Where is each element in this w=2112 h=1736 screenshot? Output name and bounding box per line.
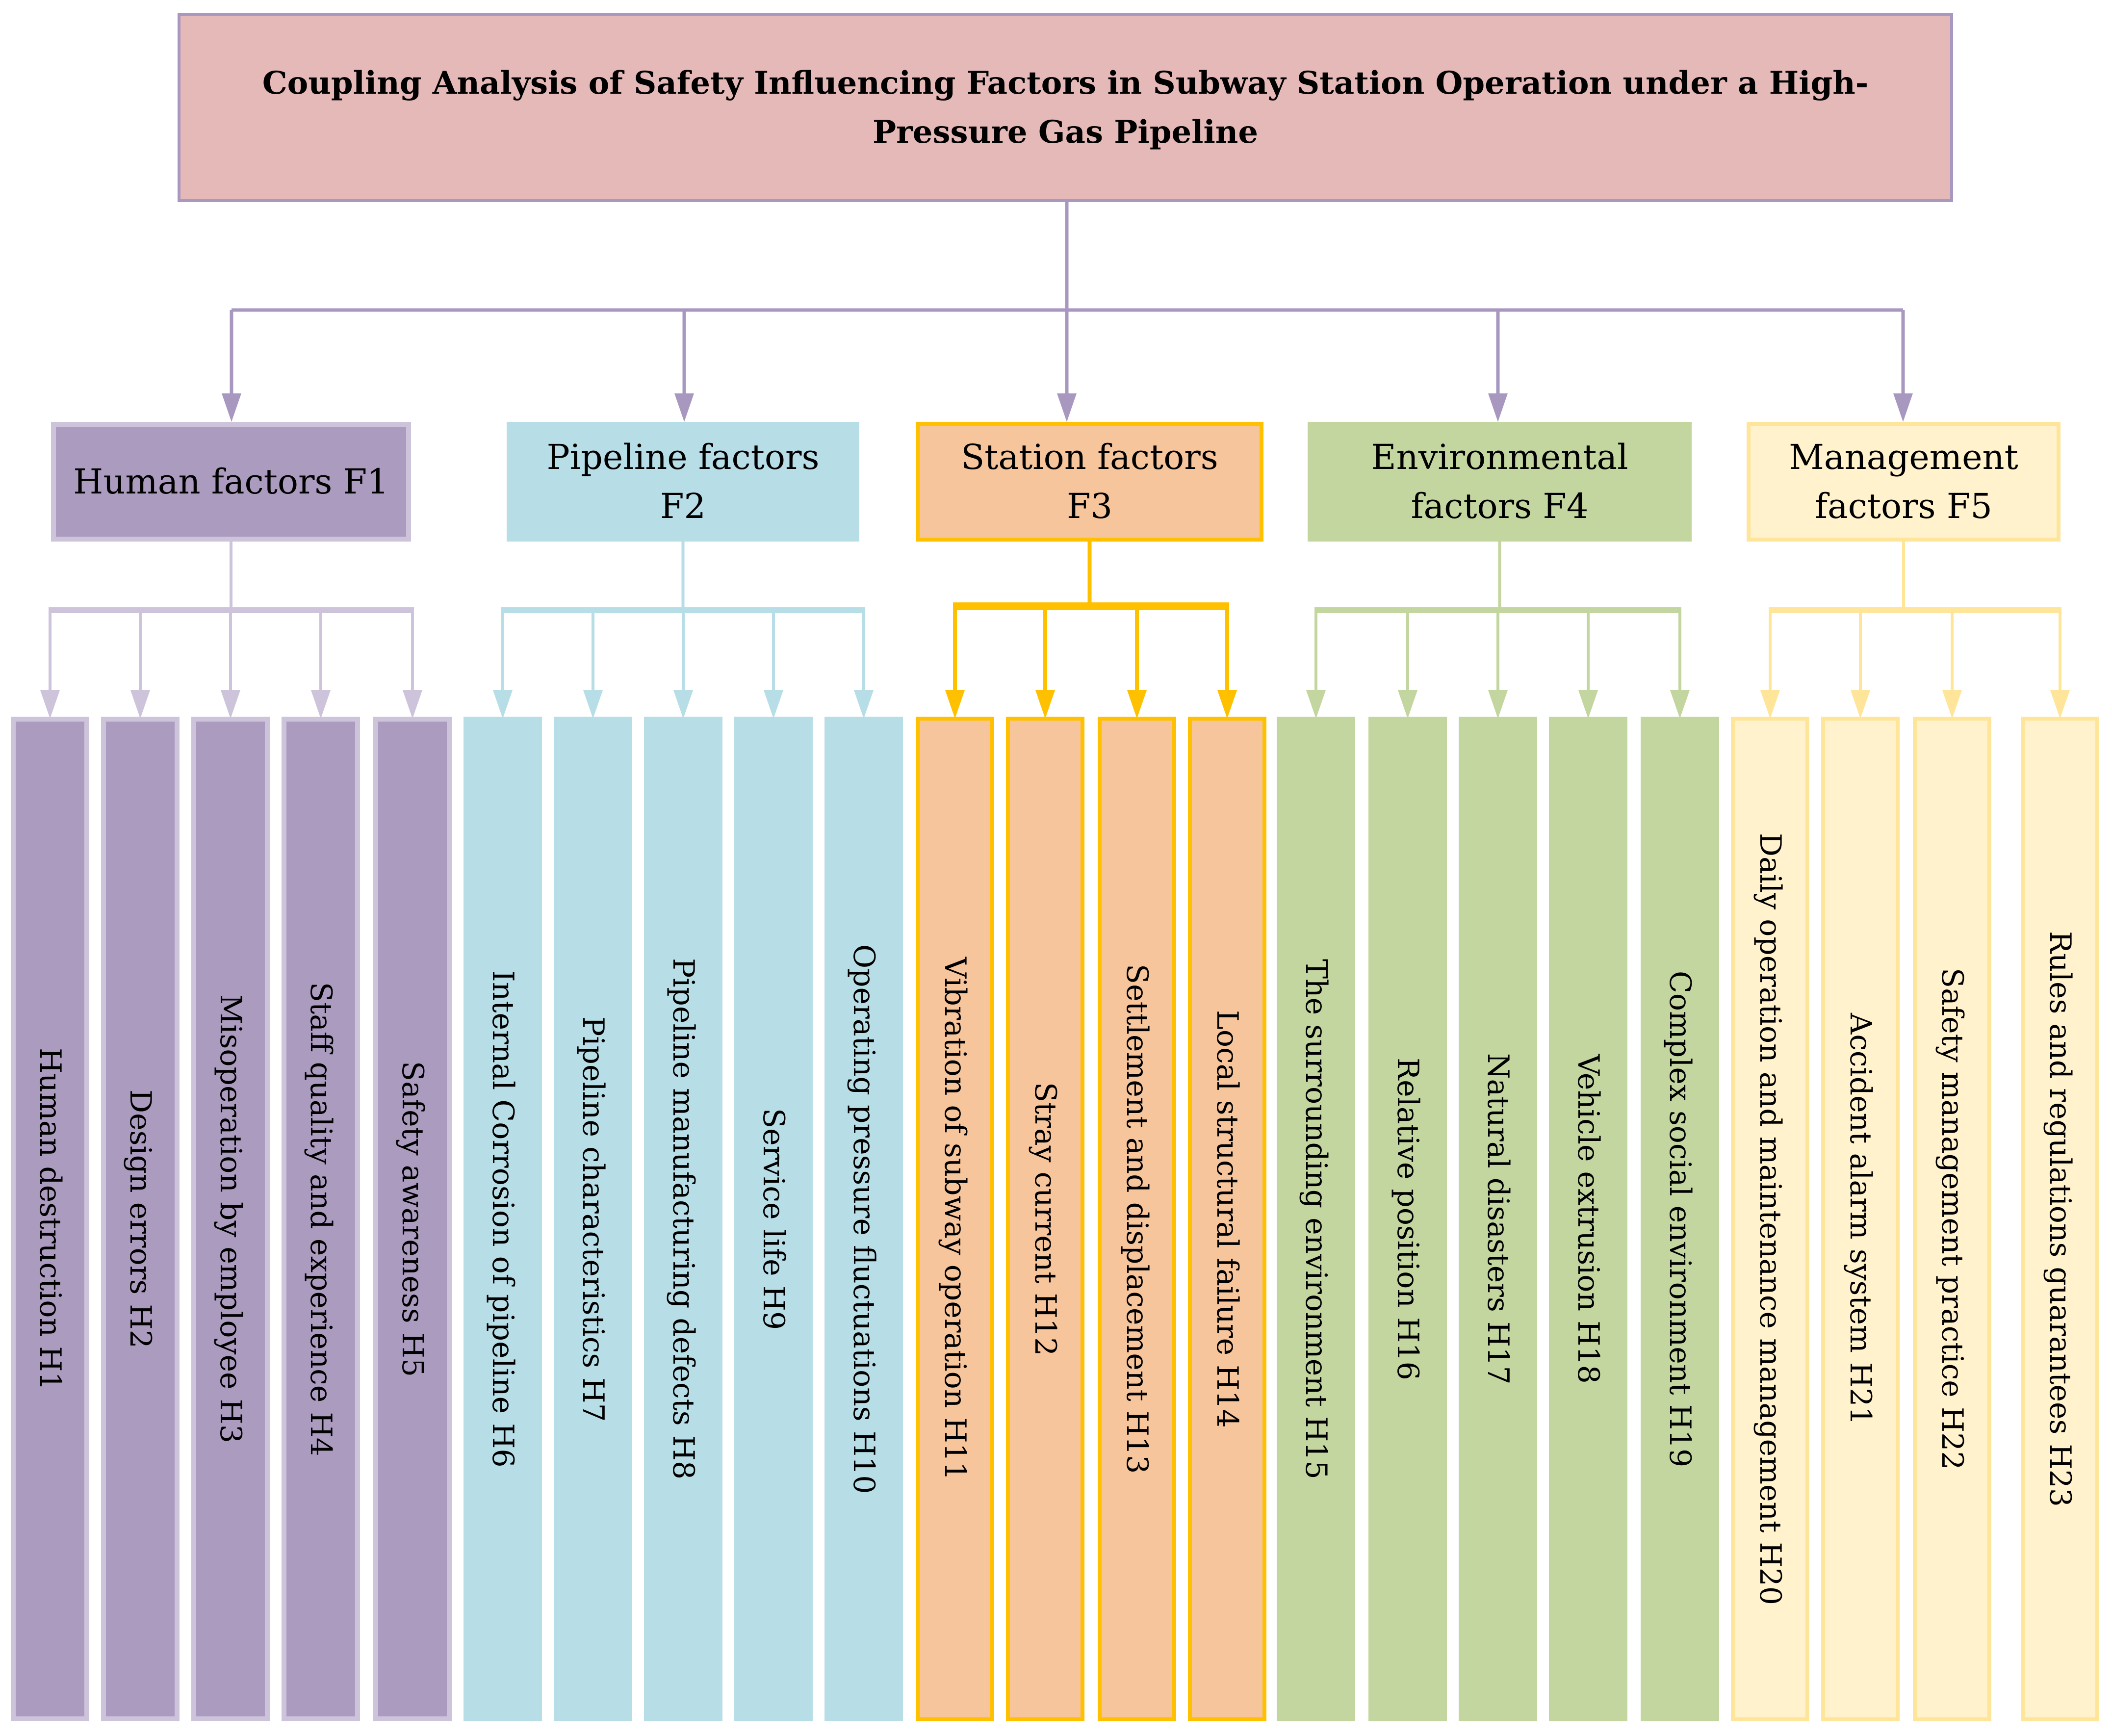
factor-label: Accident alarm system H21	[1843, 1012, 1878, 1425]
arrow-down-icon	[583, 690, 603, 719]
arrow-down-icon	[1578, 690, 1598, 719]
arrow-down-icon	[40, 690, 60, 719]
factor-box: Natural disasters H17	[1459, 717, 1537, 1721]
arrow-down-icon	[2050, 690, 2070, 719]
arrow-down-icon	[1057, 393, 1077, 422]
root-title-box: Coupling Analysis of Safety Influencing …	[178, 13, 1953, 202]
factor-label: Rules and regulations guarantees H23	[2043, 931, 2077, 1507]
category-box-f1: Human factors F1	[51, 422, 411, 542]
factor-box: Pipeline manufacturing defects H8	[644, 717, 722, 1721]
factor-box: Safety awareness H5	[373, 717, 452, 1721]
factor-box: Settlement and displacement H13	[1098, 717, 1176, 1721]
arrow-down-icon	[945, 690, 965, 719]
factor-box: The surrounding environment H15	[1277, 717, 1355, 1721]
arrow-down-icon	[854, 690, 874, 719]
category-box-f4: Environmental factors F4	[1308, 422, 1692, 542]
category-box-f3: Station factors F3	[916, 422, 1263, 542]
factor-box: Misoperation by employee H3	[191, 717, 270, 1721]
arrow-down-icon	[1851, 690, 1870, 719]
factor-box: Service life H9	[734, 717, 813, 1721]
arrow-down-icon	[1127, 690, 1147, 719]
factor-label: Operating pressure fluctuations H10	[847, 944, 881, 1494]
factor-label: Vibration of subway operation H11	[938, 957, 972, 1481]
arrow-down-icon	[1398, 690, 1417, 719]
arrow-down-icon	[1670, 690, 1690, 719]
factor-box: Safety management practice H22	[1913, 717, 1991, 1721]
arrow-down-icon	[1760, 690, 1780, 719]
factor-box: Staff quality and experience H4	[282, 717, 360, 1721]
factor-box: Complex social environment H19	[1641, 717, 1719, 1721]
factor-label: The surrounding environment H15	[1299, 959, 1333, 1479]
factor-label: Internal Corrosion of pipeline H6	[486, 970, 520, 1468]
factor-box: Pipeline characteristics H7	[554, 717, 632, 1721]
factor-box: Vehicle extrusion H18	[1549, 717, 1627, 1721]
factor-box: Rules and regulations guarantees H23	[2021, 717, 2099, 1721]
factor-label: Safety management practice H22	[1935, 968, 1969, 1470]
arrow-down-icon	[221, 690, 240, 719]
arrow-down-icon	[222, 393, 241, 422]
factor-label: Daily operation and maintenance manageme…	[1753, 832, 1787, 1605]
factor-label: Human destruction H1	[33, 1047, 67, 1391]
factor-box: Human destruction H1	[11, 717, 89, 1721]
arrow-down-icon	[673, 690, 693, 719]
arrow-down-icon	[1893, 393, 1913, 422]
factor-box: Internal Corrosion of pipeline H6	[464, 717, 542, 1721]
factor-label: Stray current H12	[1028, 1082, 1062, 1356]
factor-label: Relative position H16	[1391, 1058, 1425, 1380]
arrow-down-icon	[403, 690, 422, 719]
factor-label: Pipeline manufacturing defects H8	[666, 958, 700, 1480]
factor-label: Local structural failure H14	[1210, 1010, 1244, 1428]
factor-label: Design errors H2	[123, 1089, 157, 1348]
factor-label: Vehicle extrusion H18	[1571, 1054, 1605, 1384]
arrow-down-icon	[493, 690, 513, 719]
category-box-f5: Management factors F5	[1747, 422, 2060, 542]
factor-label: Service life H9	[756, 1108, 791, 1330]
arrow-down-icon	[1306, 690, 1326, 719]
factor-box: Daily operation and maintenance manageme…	[1731, 717, 1809, 1721]
factor-box: Relative position H16	[1368, 717, 1447, 1721]
arrow-down-icon	[1942, 690, 1962, 719]
arrow-down-icon	[674, 393, 694, 422]
arrow-down-icon	[311, 690, 331, 719]
arrow-down-icon	[1488, 393, 1508, 422]
factor-box: Vibration of subway operation H11	[916, 717, 994, 1721]
factor-label: Misoperation by employee H3	[213, 994, 248, 1444]
factor-box: Local structural failure H14	[1188, 717, 1266, 1721]
factor-box: Accident alarm system H21	[1821, 717, 1900, 1721]
arrow-down-icon	[130, 690, 150, 719]
arrow-down-icon	[764, 690, 783, 719]
factor-label: Settlement and displacement H13	[1120, 964, 1154, 1474]
factor-label: Safety awareness H5	[395, 1061, 430, 1377]
arrow-down-icon	[1217, 690, 1237, 719]
factor-box: Operating pressure fluctuations H10	[824, 717, 903, 1721]
factor-box: Design errors H2	[101, 717, 180, 1721]
factor-label: Complex social environment H19	[1663, 970, 1697, 1468]
factor-label: Natural disasters H17	[1481, 1053, 1515, 1385]
factor-label: Staff quality and experience H4	[304, 982, 338, 1456]
arrow-down-icon	[1488, 690, 1508, 719]
category-box-f2: Pipeline factors F2	[507, 422, 859, 542]
factor-label: Pipeline characteristics H7	[576, 1016, 610, 1422]
factor-box: Stray current H12	[1006, 717, 1084, 1721]
arrow-down-icon	[1035, 690, 1055, 719]
